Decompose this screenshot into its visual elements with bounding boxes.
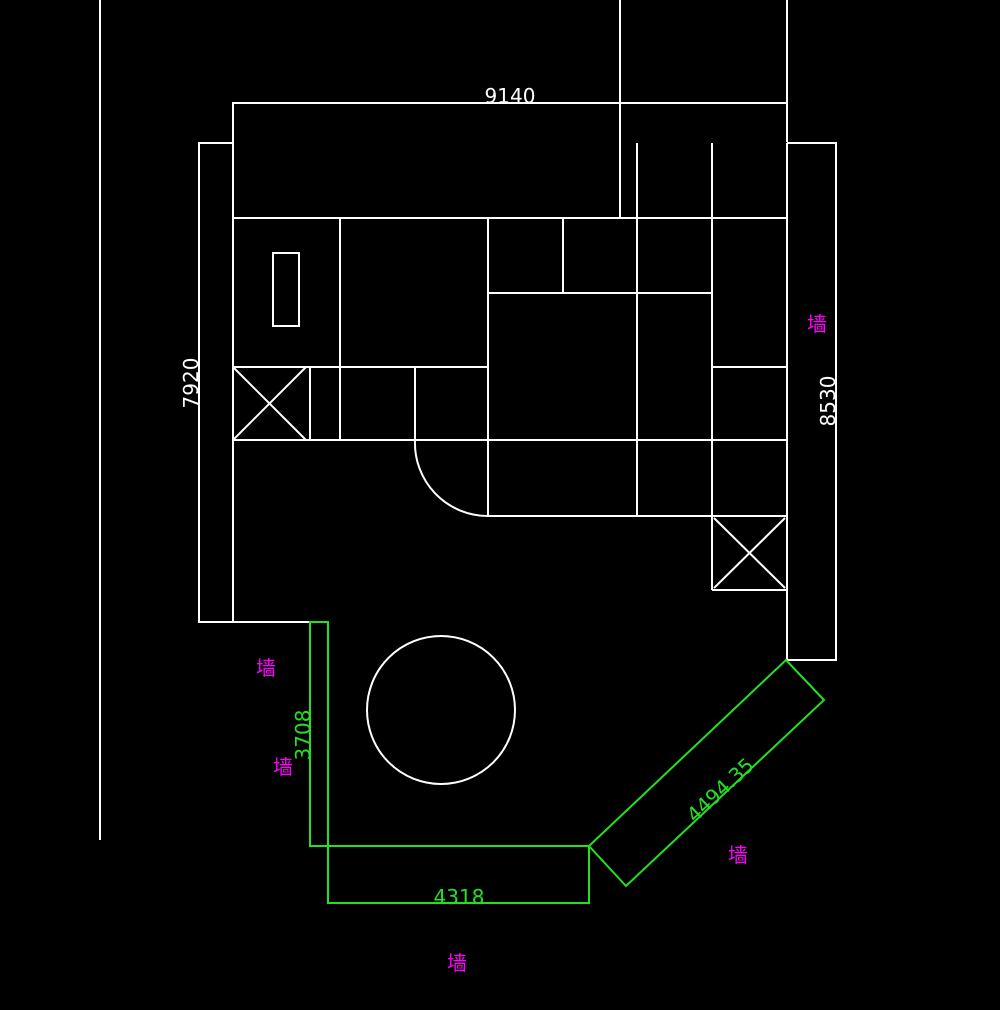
reference-lines	[99, 0, 788, 840]
right-dimension-line	[787, 142, 837, 661]
sink-rect	[272, 252, 300, 327]
x-mark-right-b	[713, 517, 786, 589]
counter-horizontal	[327, 845, 590, 904]
round-table	[366, 635, 516, 785]
counter-diagonal	[587, 658, 826, 888]
top-dimension-line	[232, 102, 788, 218]
green-counter	[309, 621, 826, 904]
wall-label-bottom: 墙	[447, 951, 467, 975]
dimension-lines	[198, 102, 837, 661]
left-dimension-line	[198, 142, 310, 623]
dim-top-label: 9140	[485, 84, 536, 108]
wall-label-left-lower: 墙	[273, 755, 293, 779]
dim-green-vertical-label: 3708	[291, 710, 315, 761]
dim-left-label: 7920	[179, 358, 203, 409]
wall-label-left-upper: 墙	[256, 656, 276, 680]
wall-label-right: 墙	[807, 312, 827, 336]
door-swing-arc	[413, 439, 489, 518]
wall-label-bottom-right: 墙	[728, 843, 748, 867]
x-mark-left-b	[232, 366, 307, 441]
dim-green-diagonal-label: 4494.35	[682, 753, 759, 827]
dim-green-horizontal-label: 4318	[434, 885, 485, 909]
dim-right-label: 8530	[816, 376, 840, 427]
room-plan	[232, 143, 788, 785]
